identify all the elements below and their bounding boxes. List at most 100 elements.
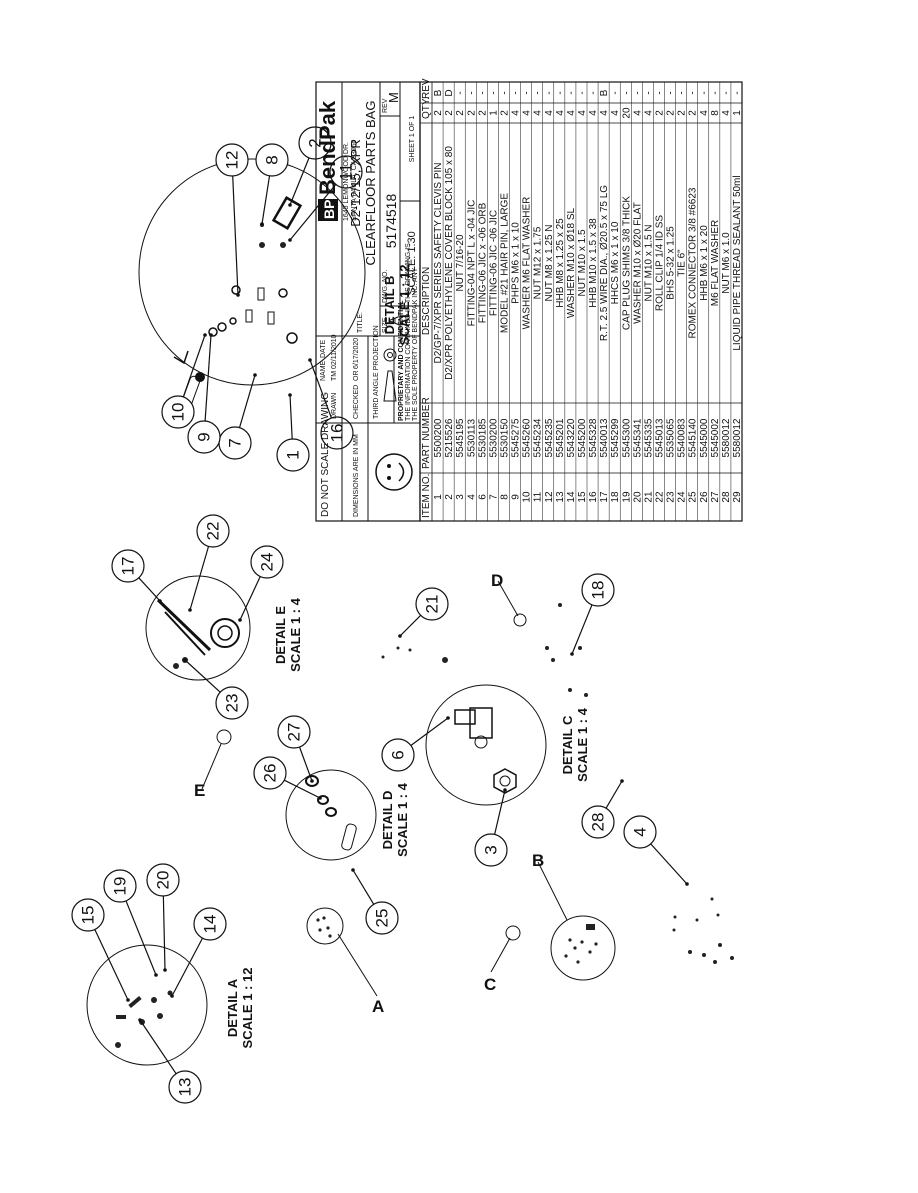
tb-checked-name: OR (353, 371, 360, 382)
bom-cell-qty: 20 (621, 107, 632, 119)
callout-balloon: 17 (111, 549, 162, 603)
bom-cell-part: 5580012 (721, 418, 732, 457)
bom-cell-desc: CAP PLUG SHIMS 3/8 THICK (621, 196, 632, 330)
callout-leader-end (203, 333, 207, 337)
callout-leader-end (170, 994, 174, 998)
hair-pin-shape (173, 350, 189, 365)
bom-cell-part: 5500200 (433, 418, 444, 457)
bom-cell-part: 5540083 (677, 418, 688, 457)
bom-cell-desc: NUT M10 x 1.5 (577, 229, 588, 296)
bom-cell-qty: 4 (544, 110, 555, 116)
bom-cell-item: 10 (522, 491, 533, 503)
bom-cell-qty: 4 (522, 110, 533, 116)
detail-b: DETAIL B SCALE 1 : 12 (138, 158, 412, 407)
bom-cell-desc: HHCS M6 x 1 x 10 (610, 221, 621, 304)
bom-cell-item: 20 (632, 491, 643, 503)
tb-drawn-name: TM (331, 371, 338, 381)
tb-address-2: SANTA PAULA, CA 93060 (351, 139, 358, 221)
bom-cell-desc: HHB M10 x 1.5 x 38 (588, 218, 599, 308)
tb-rev: M (386, 92, 401, 103)
bom-cell-item: 21 (643, 491, 654, 503)
bom-cell-desc: FITTING-06 JIC -06 JIC (488, 210, 499, 316)
bom-cell-rev: B (599, 89, 610, 96)
bom-cell-rev: - (666, 91, 677, 94)
pin-shape (164, 611, 206, 656)
bom-cell-item: 27 (710, 491, 721, 503)
tb-title-label: TITLE: (357, 312, 364, 333)
bom-cell-item: 2 (444, 494, 455, 500)
detail-d: DETAIL D SCALE 1 : 4 (285, 769, 410, 861)
callout-leader-end (238, 618, 242, 622)
callout-balloon: 9 (187, 333, 221, 454)
callout-circle (250, 545, 284, 579)
callout-leader (138, 577, 161, 602)
bom-cell-part: 5545234 (533, 418, 544, 457)
bom-cell-item: 24 (677, 491, 688, 503)
bom-cell-qty: 4 (555, 110, 566, 116)
callout-circle (103, 869, 137, 903)
bom-cell-rev: - (710, 91, 721, 94)
bom-cell-rev: D (444, 89, 455, 96)
nut-shape (280, 242, 286, 248)
callout-leader (352, 869, 375, 905)
view-letters (201, 580, 568, 997)
callout-leader-end (260, 222, 264, 226)
tb-scale: SCALE: 1:30 (406, 231, 418, 295)
detail-c-circle (425, 684, 547, 806)
detail-a-title: DETAIL A (225, 978, 240, 1037)
bom-cell-desc: HHB M6 x 1 x 20 (699, 225, 710, 301)
romex-connector-shape (341, 823, 357, 851)
bom-header-part: PART NUMBER (421, 397, 432, 469)
tb-drawn-date: 02/11/2010 (331, 334, 338, 369)
detail-a-parts (115, 990, 173, 1048)
detail-d-title: DETAIL D (380, 791, 395, 850)
callout-leader (494, 789, 506, 835)
bom-cell-part: 5545341 (632, 418, 643, 457)
bom-header-qty: QTY. (421, 97, 432, 119)
bom-cell-part: 5545260 (522, 418, 533, 457)
callout-leader-end (685, 882, 689, 886)
callout-balloon: 3 (474, 788, 508, 867)
bom-cell-qty: 4 (511, 110, 522, 116)
bom-cell-item: 6 (477, 494, 488, 500)
bom-cell-item: 17 (599, 491, 610, 503)
bom-cell-desc: NUT M10 x 1.5 N (643, 224, 654, 301)
callout-number: 18 (589, 581, 608, 600)
cover-block-shape (271, 196, 303, 230)
callout-number: 1 (284, 450, 303, 459)
bom-cell-rev: - (522, 91, 533, 94)
bom-cell-rev: - (533, 91, 544, 94)
callout-circle (111, 549, 145, 583)
callout-leader-end (446, 716, 450, 720)
callout-circle (365, 901, 399, 935)
bom-cell-desc: WASHER M10 x Ø18 SL (566, 207, 577, 318)
view-e-circle (216, 729, 232, 745)
title-block: DO NOT SCALE DRAWING DIMENSIONS ARE IN M… (315, 81, 421, 522)
callout-circle (298, 126, 332, 160)
detail-c-scale: SCALE 1 : 4 (575, 707, 590, 781)
detail-a-scale: SCALE 1 : 12 (240, 968, 255, 1049)
bom-cell-qty: 2 (666, 110, 677, 116)
callout-leader (189, 546, 210, 611)
callout-circle (161, 395, 195, 429)
bom-cell-part: 5530113 (466, 418, 477, 457)
callout-circle (196, 514, 230, 548)
callout-leader (410, 717, 449, 746)
tb-size: A (386, 316, 401, 325)
tb-sheet: SHEET 1 OF 1 (409, 116, 416, 163)
callout-leader (238, 374, 256, 428)
bom-cell-qty: 4 (699, 110, 710, 116)
callout-leader (650, 843, 688, 885)
callout-leader-end (188, 608, 192, 612)
callout-number: 11 (337, 163, 356, 181)
bom-cell-item: 15 (577, 491, 588, 503)
bom-cell-item: 18 (610, 491, 621, 503)
detail-a-circle (86, 944, 208, 1066)
callout-circle (193, 907, 227, 941)
